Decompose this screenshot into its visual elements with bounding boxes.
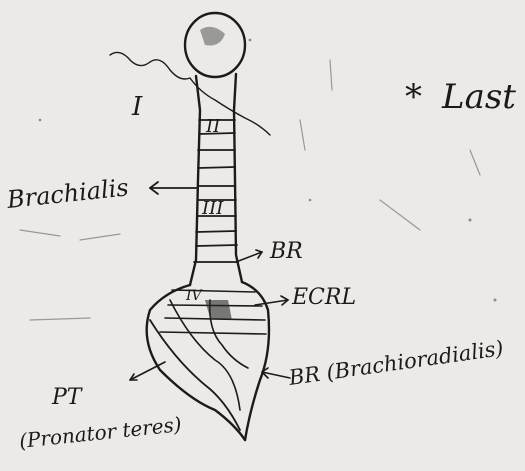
br-top-label: BR [269,239,303,264]
labels: * Last I II III IV Brachialis BR ECRL BR… [5,77,517,453]
pronator-teres-label: (Pronator teres) [18,412,183,453]
ecrl-label: ECRL [291,285,356,310]
roman-three: III [201,198,224,219]
header-star: * [405,77,422,117]
humerus-bone [110,13,270,440]
pt-label: PT [51,385,84,410]
roman-four: IV [185,288,204,304]
br-full-label: BR (Brachioradialis) [286,336,505,390]
header-text: Last [441,77,516,117]
roman-two: II [205,116,221,137]
brachialis-label: Brachialis [5,173,130,214]
roman-one: I [131,92,143,122]
